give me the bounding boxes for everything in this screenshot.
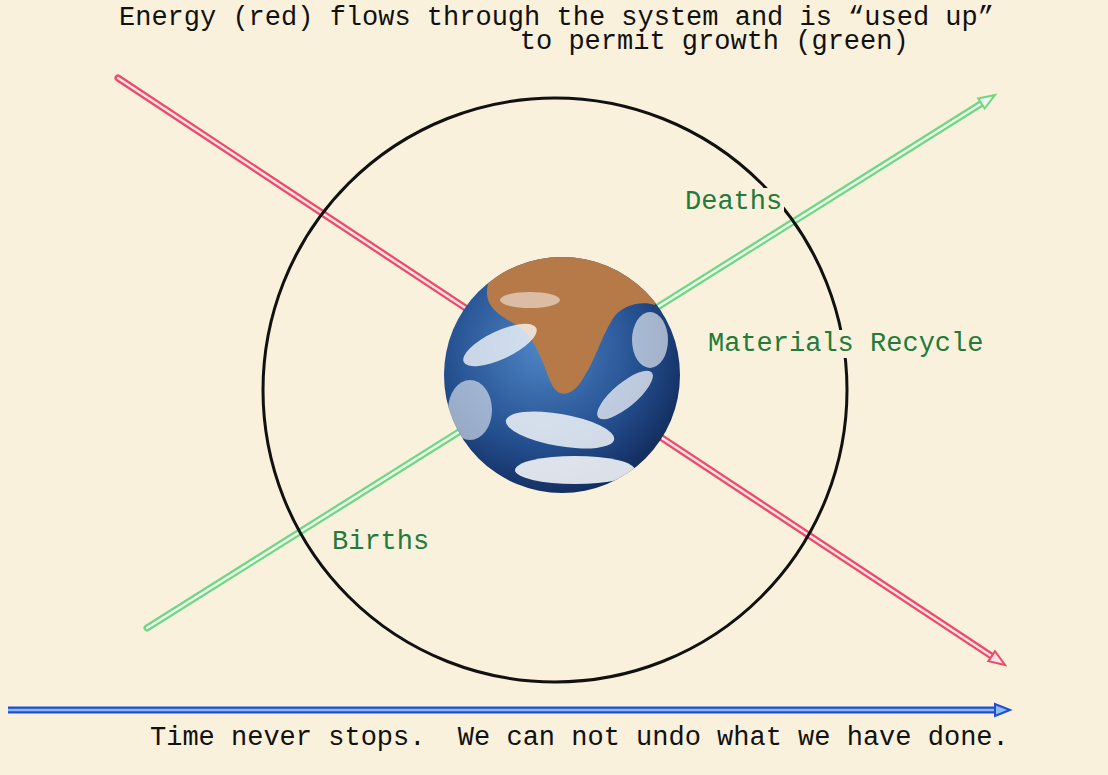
flow-label: Births <box>330 528 431 556</box>
earth-cloud <box>448 380 492 440</box>
time-arrowhead <box>995 704 1010 716</box>
growth-line-outer <box>147 104 981 629</box>
earth-continent <box>487 254 656 394</box>
energy-arrow <box>118 78 1005 665</box>
earth-cloud <box>632 312 668 368</box>
time-line-inner <box>8 709 996 712</box>
growth-arrowhead <box>978 95 995 109</box>
flow-label: Deaths <box>683 188 784 216</box>
growth-line-inner <box>147 104 981 629</box>
earth-picture <box>444 254 680 493</box>
energy-line-inner <box>118 78 992 656</box>
energy-arrowhead <box>988 651 1005 665</box>
earth-cloud <box>590 363 659 426</box>
growth-arrow <box>147 95 995 628</box>
energy-line-outer <box>118 78 992 656</box>
system-boundary <box>263 98 847 682</box>
caption: Time never stops. We can not undo what w… <box>150 726 1009 750</box>
time-line-outer <box>8 707 996 714</box>
earth-continent <box>612 261 668 290</box>
earth-cloud <box>515 456 635 484</box>
flow-label: Materials Recycle <box>706 330 985 358</box>
earth-cloud <box>500 292 560 308</box>
heading-block: Energy (red) flows through the system an… <box>118 6 1017 54</box>
earth-cloud <box>458 315 542 374</box>
heading: Energy (red) flows through the system an… <box>119 3 994 57</box>
time-arrow <box>8 704 1010 716</box>
